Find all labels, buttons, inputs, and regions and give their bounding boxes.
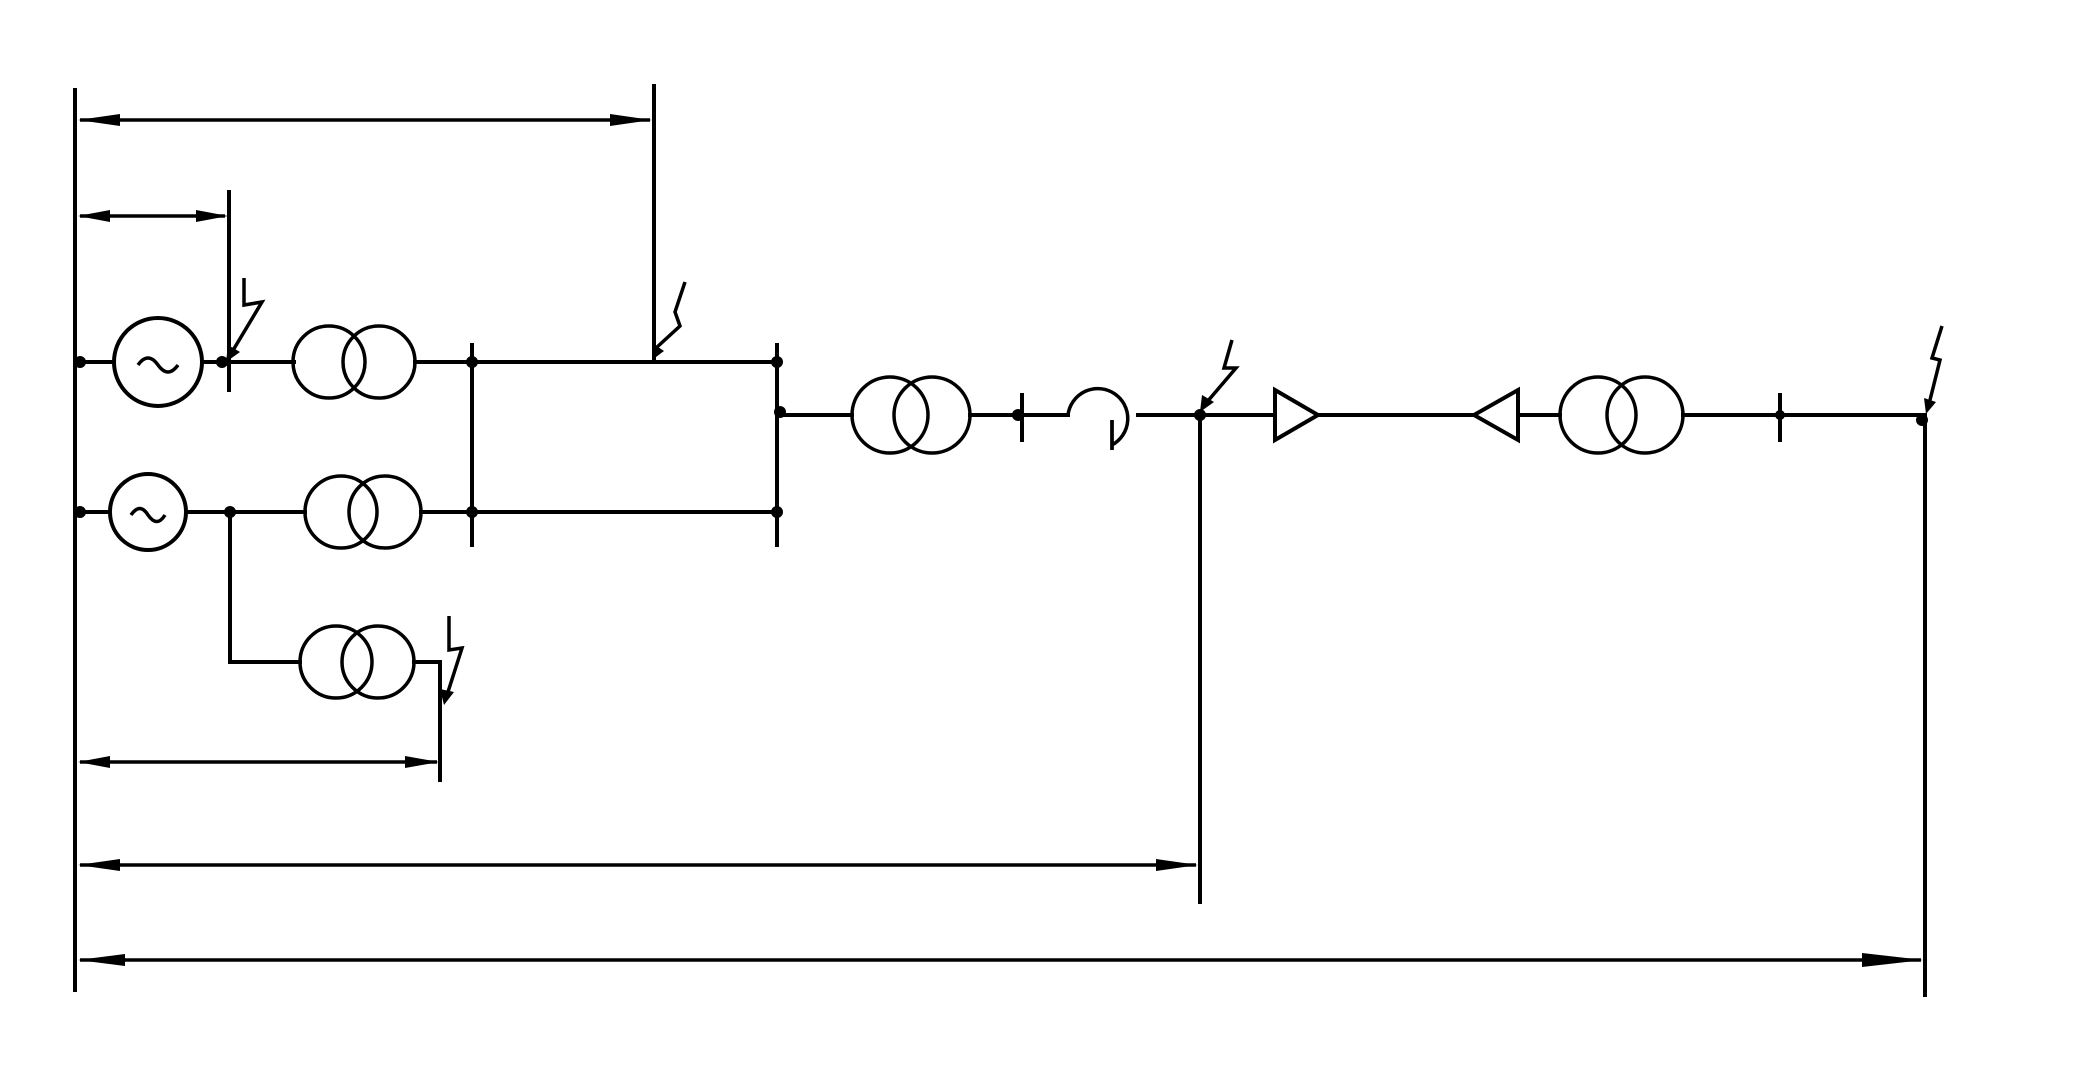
fault-arrow-icon [652, 281, 687, 360]
transformer-icon [298, 624, 416, 700]
fault-arrow-icon [440, 616, 465, 705]
lower-generator-branch [73, 472, 779, 552]
rectifier-icon [1273, 386, 1322, 444]
fault-arrows [226, 278, 1944, 705]
reactor-icon [1066, 386, 1130, 450]
auxiliary-transformer-branch [228, 510, 442, 782]
dimension-arrow-icon [78, 114, 652, 126]
transmission-line [775, 375, 1927, 997]
upper-generator-branch [73, 190, 779, 408]
transformer-icon [291, 324, 417, 400]
transformer-icon [303, 474, 423, 550]
dimension-arrow-icon [78, 210, 228, 222]
fault-arrow-icon [1924, 325, 1944, 414]
transformer-icon [1558, 375, 1685, 455]
generator-icon [112, 316, 204, 408]
dimension-arrow-icon [78, 953, 1923, 967]
generator-icon [108, 472, 188, 552]
connection-dots [74, 356, 1928, 518]
fault-arrow-icon [1200, 339, 1240, 412]
fault-arrow-icon [226, 278, 266, 362]
dimension-arrows [78, 114, 1923, 967]
inverter-icon [1469, 386, 1520, 444]
dimension-arrow-icon [78, 859, 1198, 871]
dimension-arrow-icon [78, 756, 439, 768]
transformer-icon [850, 375, 972, 455]
